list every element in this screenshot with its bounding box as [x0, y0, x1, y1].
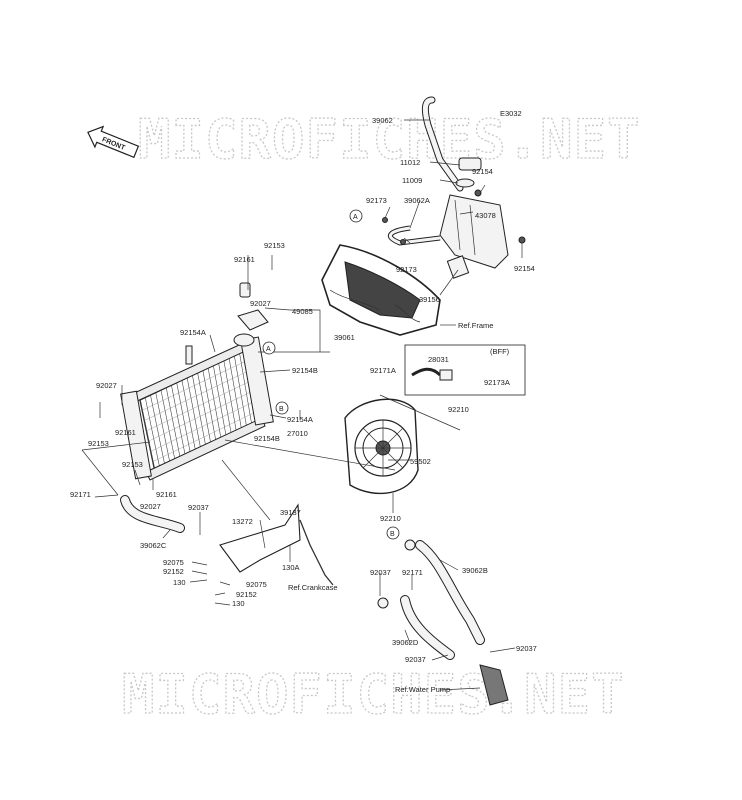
part-labels: 39062 11012 92154 11009 92173 39062A 430…: [70, 116, 537, 664]
radiator-cap-guard: [237, 309, 269, 331]
frame-shroud: [321, 244, 441, 336]
part-label: 92161: [115, 428, 136, 437]
part-label: 92037: [516, 644, 537, 653]
reservoir-cap: [458, 157, 482, 171]
part-label: 92173A: [484, 378, 510, 387]
radiator-cap: [233, 333, 255, 347]
part-label: 59502: [410, 457, 431, 466]
part-label: 39137: [280, 508, 301, 517]
part-label: 92037: [370, 568, 391, 577]
part-label: 39062D: [392, 638, 419, 647]
radiator-bracket-assembly: [219, 503, 334, 586]
part-label: 92154: [472, 167, 493, 176]
part-label: 92027: [140, 502, 161, 511]
part-label: 92161: [234, 255, 255, 264]
ref-bff: (BFF): [490, 347, 510, 356]
part-label: 92210: [448, 405, 469, 414]
part-label: 27010: [287, 429, 308, 438]
marker-a-top: A: [349, 209, 363, 223]
reservoir-tank-assembly: [382, 96, 526, 279]
leader-lines: [81, 119, 523, 691]
part-label: 92210: [380, 514, 401, 523]
part-label: 92154: [514, 264, 535, 273]
water-pump-hoses: [377, 539, 509, 706]
part-label: 92075: [163, 558, 184, 567]
diagram-code: E3032: [500, 109, 522, 118]
part-label: 92154B: [254, 434, 280, 443]
front-arrow-icon: FRONT: [87, 125, 140, 159]
part-label: 92152: [236, 590, 257, 599]
part-label: 92153: [264, 241, 285, 250]
marker-a-radiator: A: [262, 341, 276, 355]
part-label: 39062C: [140, 541, 167, 550]
part-label: 92171: [70, 490, 91, 499]
part-label: 92154A: [287, 415, 313, 424]
part-label: 92171: [402, 568, 423, 577]
svg-text:A: A: [353, 214, 358, 221]
part-label: 130: [173, 578, 186, 587]
radiator-bracket: [185, 345, 193, 365]
part-label: 11012: [400, 158, 420, 167]
part-label: 92153: [122, 460, 143, 469]
radiator-fins: [139, 347, 263, 473]
reservoir-cap-seal: [455, 178, 475, 188]
part-label: 130A: [282, 563, 300, 572]
watermark-top: MICROFICHES.NET: [138, 108, 641, 171]
radiator-tank-left: [120, 390, 152, 480]
marker-b-radiator: B: [275, 401, 289, 415]
tank-bracket: [446, 255, 470, 279]
part-label: 39062: [372, 116, 393, 125]
svg-text:B: B: [279, 406, 284, 413]
part-label: 92075: [246, 580, 267, 589]
reservoir-tank: [439, 194, 509, 269]
part-label: 39156: [419, 295, 440, 304]
radiator: [120, 282, 274, 481]
part-label: 92154B: [292, 366, 318, 375]
lower-hose-39062c: [120, 495, 185, 533]
part-label: 92037: [188, 503, 209, 512]
fan-assembly: [344, 398, 419, 495]
part-label: 39062A: [404, 196, 430, 205]
ref-frame: Ref.Frame: [458, 321, 493, 330]
part-label: 92152: [163, 567, 184, 576]
part-label: 92161: [156, 490, 177, 499]
part-label: 49085: [292, 307, 313, 316]
part-label: 13272: [232, 517, 253, 526]
part-label: 11009: [402, 176, 422, 185]
ref-crankcase: Ref.Crankcase: [288, 583, 338, 592]
part-label: 92171A: [370, 366, 396, 375]
part-label: 92173: [366, 196, 387, 205]
part-label: 92173: [396, 265, 417, 274]
part-label: 39062B: [462, 566, 488, 575]
part-label: 92153: [88, 439, 109, 448]
part-label: 92037: [405, 655, 426, 664]
part-label: 92154A: [180, 328, 206, 337]
part-label: 130: [232, 599, 245, 608]
marker-b-pump: B: [386, 526, 400, 540]
part-label: 92027: [96, 381, 117, 390]
svg-text:B: B: [390, 531, 395, 538]
part-label: 39061: [334, 333, 355, 342]
part-label: 92027: [250, 299, 271, 308]
watermark-bottom: MICROFICHES.NET: [122, 663, 625, 726]
part-label: 43078: [475, 211, 496, 220]
part-label: 28031: [428, 355, 449, 364]
svg-text:A: A: [266, 346, 271, 353]
fan-switch-connector: [404, 344, 526, 396]
ref-water-pump: Ref.Water Pump: [395, 685, 450, 694]
